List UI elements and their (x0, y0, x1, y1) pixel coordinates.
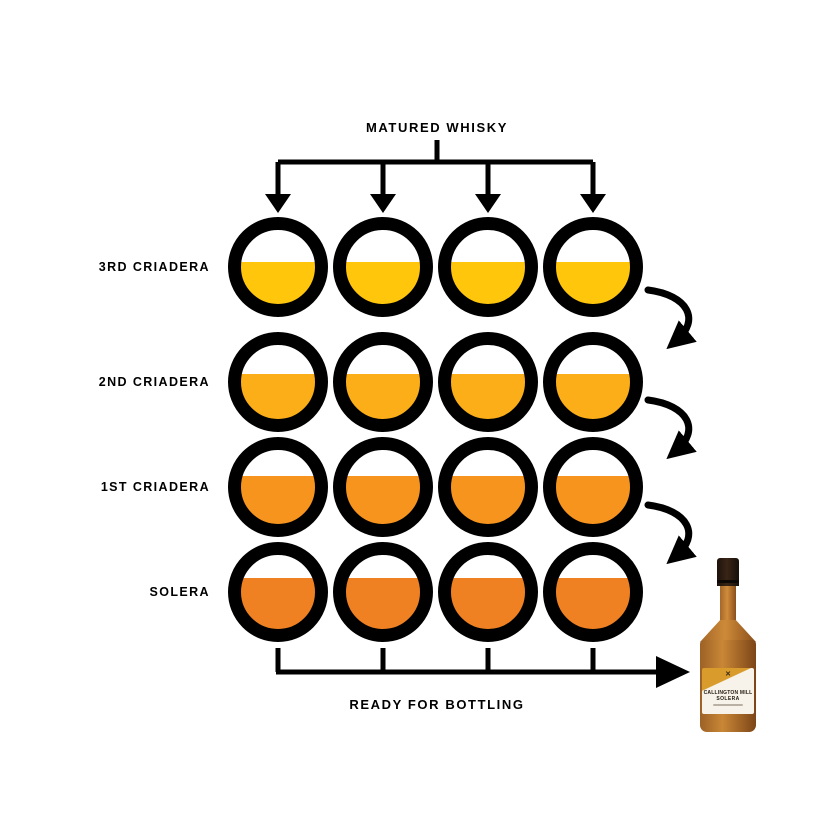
barrel (543, 332, 643, 432)
transfer-arrow-1 (644, 286, 697, 350)
bottle-variant-text: SOLERA (716, 696, 740, 702)
matured-whisky-title: MATURED WHISKY (365, 120, 509, 135)
row-label-2nd-criadera: 2ND CRIADERA (98, 375, 210, 389)
barrel (543, 437, 643, 537)
bottle-label: ✕ CALLINGTON MILL SOLERA (702, 668, 754, 714)
down-arrowhead-1 (265, 194, 291, 213)
right-arrowhead (656, 656, 690, 688)
barrel (438, 217, 538, 317)
barrel (543, 542, 643, 642)
barrel (333, 217, 433, 317)
barrel (228, 437, 328, 537)
barrel (228, 542, 328, 642)
down-arrowhead-2 (370, 194, 396, 213)
barrel (438, 437, 538, 537)
down-arrowhead-4 (580, 194, 606, 213)
barrel (228, 332, 328, 432)
bottom-collector (275, 648, 690, 688)
bottle-shoulder (700, 620, 756, 642)
barrel (438, 542, 538, 642)
barrel (333, 437, 433, 537)
bottle-cap (717, 558, 739, 586)
row-label-3rd-criadera: 3RD CRIADERA (98, 260, 210, 274)
barrel (333, 332, 433, 432)
ready-for-bottling-label: READY FOR BOTTLING (349, 697, 525, 712)
bottle-neck (720, 586, 736, 622)
barrel (543, 217, 643, 317)
row-label-1st-criadera: 1ST CRIADERA (100, 480, 210, 494)
transfer-arrow-3 (644, 501, 697, 565)
top-distributor (265, 140, 606, 213)
bottle-cap-band (717, 580, 739, 583)
bottle-label-fineline (713, 704, 743, 706)
row-label-solera: SOLERA (149, 585, 210, 599)
barrel (228, 217, 328, 317)
whisky-bottle: ✕ CALLINGTON MILL SOLERA (698, 558, 758, 734)
bottle-brand-text: CALLINGTON MILL (703, 690, 753, 696)
down-arrowhead-3 (475, 194, 501, 213)
transfer-arrow-2 (644, 396, 697, 460)
bottle-logo-x-icon: ✕ (725, 671, 731, 678)
barrel (438, 332, 538, 432)
barrel (333, 542, 433, 642)
